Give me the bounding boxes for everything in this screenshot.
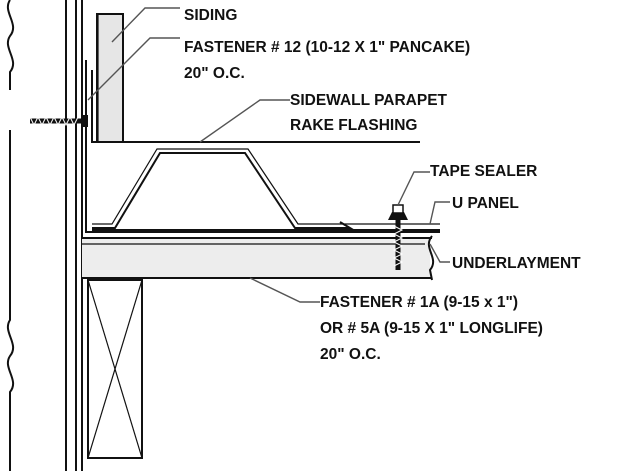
deck-board [82, 235, 435, 281]
sidewall-parapet-rake-flashing [85, 60, 440, 233]
leader-lines [87, 7, 450, 303]
label-fastener-12-line1: FASTENER # 12 (10-12 X 1" PANCAKE) [184, 39, 470, 56]
label-underlayment: UNDERLAYMENT [452, 255, 581, 272]
label-flashing-line2: RAKE FLASHING [290, 117, 417, 134]
label-flashing-line1: SIDEWALL PARAPET [290, 92, 448, 109]
u-panel [92, 148, 440, 231]
callout-labels: SIDING FASTENER # 12 (10-12 X 1" PANCAKE… [184, 7, 581, 363]
label-fastener-1a-line2: OR # 5A (9-15 X 1" LONGLIFE) [320, 320, 543, 337]
label-fastener-1a-line1: FASTENER # 1A (9-15 x 1") [320, 294, 518, 311]
blocking [87, 279, 143, 459]
fastener-1a-screw [388, 204, 408, 270]
label-fastener-1a-line3: 20" O.C. [320, 346, 381, 363]
label-u-panel: U PANEL [452, 195, 519, 212]
label-siding: SIDING [184, 7, 237, 24]
wall [7, 0, 83, 471]
label-tape-sealer: TAPE SEALER [430, 163, 537, 180]
label-fastener-12-line2: 20" O.C. [184, 65, 245, 82]
fastener-12-screw [29, 115, 88, 127]
